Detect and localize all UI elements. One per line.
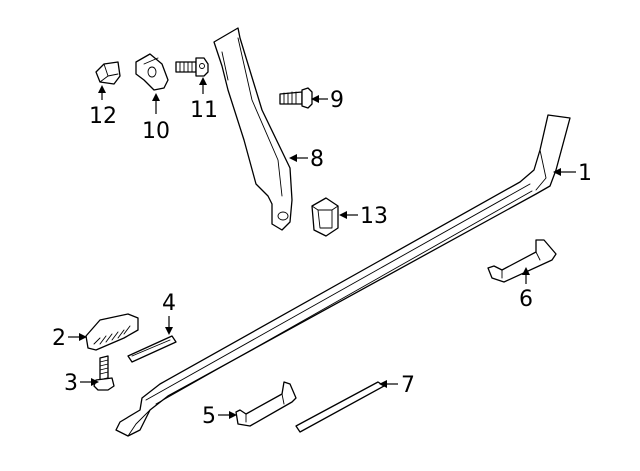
callout-6: 6 xyxy=(519,287,533,312)
part-8-pillar-trim xyxy=(213,27,293,231)
callout-1: 1 xyxy=(578,161,592,186)
part-12-clip xyxy=(95,61,121,85)
part-7-strip xyxy=(295,381,385,433)
part-9-bolt xyxy=(279,87,313,109)
part-11-bolt xyxy=(175,57,209,77)
part-6-bracket xyxy=(487,239,557,283)
callout-10: 10 xyxy=(142,119,170,144)
part-13-clip xyxy=(311,197,339,237)
callout-2: 2 xyxy=(52,326,66,351)
callout-8: 8 xyxy=(310,147,324,172)
leader-lines xyxy=(68,77,576,419)
callout-7: 7 xyxy=(401,373,415,398)
part-10-bracket xyxy=(135,53,169,91)
callout-11: 11 xyxy=(190,98,218,123)
callout-9: 9 xyxy=(330,88,344,113)
callout-3: 3 xyxy=(64,371,78,396)
part-1-rocker-panel xyxy=(115,114,571,437)
callout-12: 12 xyxy=(89,104,117,129)
part-4-wire-clip xyxy=(127,335,177,363)
callout-13: 13 xyxy=(360,204,388,229)
callout-4: 4 xyxy=(162,291,176,316)
callout-5: 5 xyxy=(202,404,216,429)
part-2-end-cap xyxy=(85,313,139,351)
part-3-screw xyxy=(93,355,115,391)
part-5-bracket xyxy=(235,381,297,427)
callout-labels: 1 2 3 4 5 6 7 8 9 10 11 12 13 xyxy=(52,88,592,429)
